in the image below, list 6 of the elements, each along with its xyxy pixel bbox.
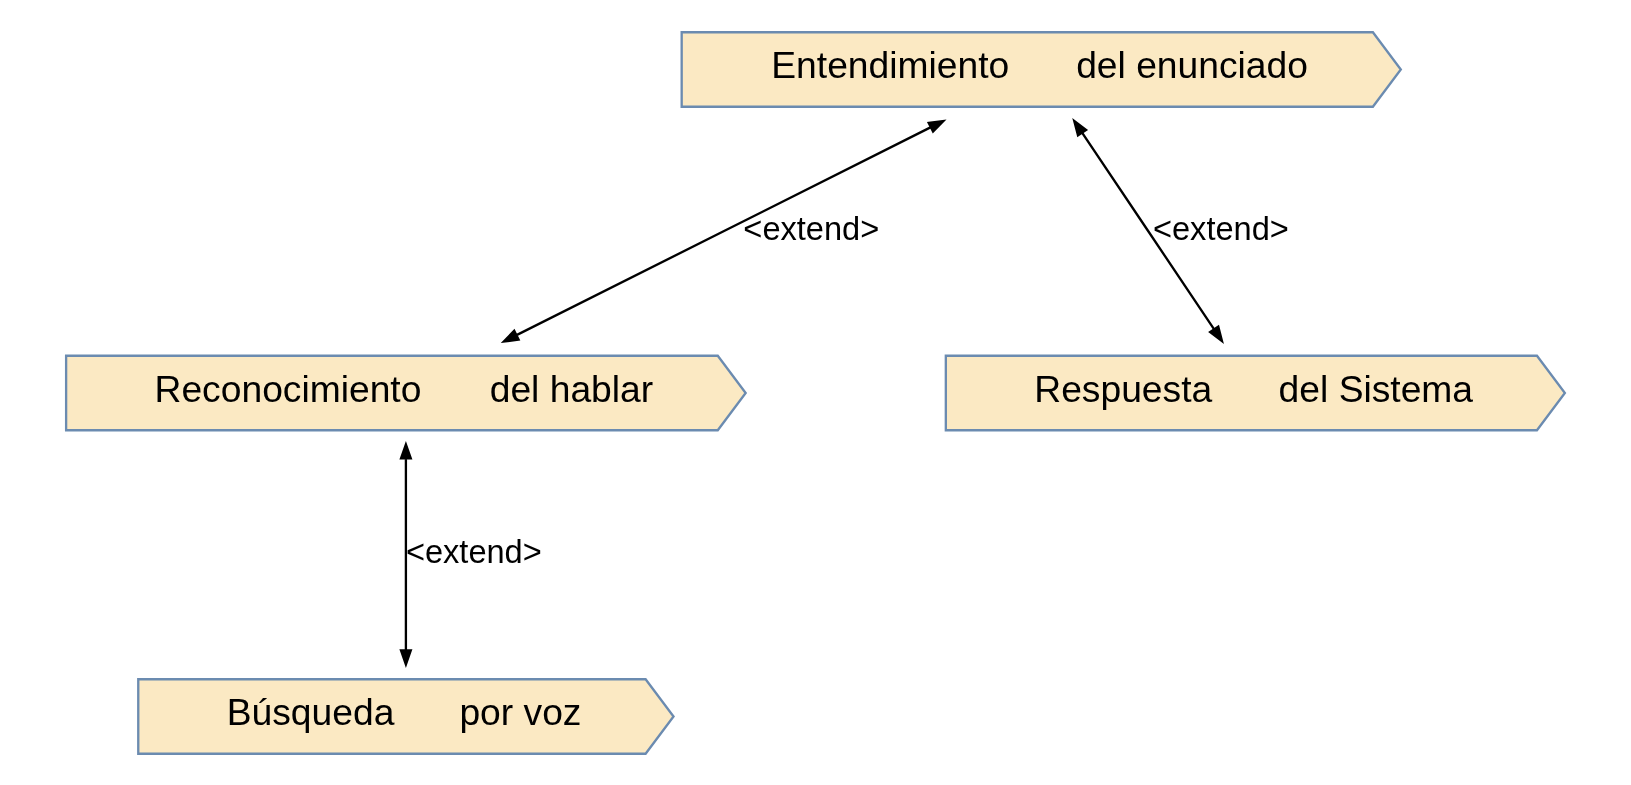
arrow — [399, 440, 413, 668]
edge-label: <extend> — [1152, 210, 1289, 247]
edge-label: <extend> — [405, 533, 542, 570]
arrow — [1072, 117, 1224, 344]
arrow — [500, 118, 947, 343]
edge-label: <extend> — [743, 210, 880, 247]
